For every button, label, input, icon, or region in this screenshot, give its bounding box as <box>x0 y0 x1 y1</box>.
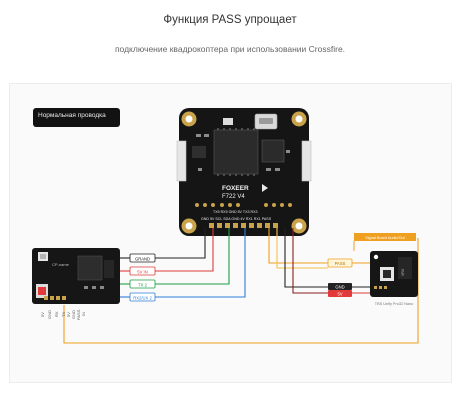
wire-orange-right <box>276 228 328 269</box>
page-subtitle: подключение квадрокоптера при использова… <box>114 44 346 54</box>
boot-button-icon <box>223 118 233 125</box>
pin-gnd-2: GND <box>71 310 76 319</box>
wire-black-gnd <box>284 228 328 288</box>
vtx-module: VRX <box>370 251 418 297</box>
wire-green <box>155 228 230 285</box>
right-wires <box>268 228 370 294</box>
pin-tx: TX <box>61 312 66 317</box>
pin-in: IN <box>81 312 86 316</box>
receiver-pin-labels: 5V GND RX TX <box>40 310 66 319</box>
left-wire-labels: GRAND 5V IN TX 2 RX2/UX 2 <box>129 253 156 302</box>
fc-model-label: F722 V4 <box>222 194 245 200</box>
mcu-chip <box>213 129 259 175</box>
signal-label-bar <box>354 233 416 241</box>
pin-gnd: GND <box>47 310 52 319</box>
pin-5v: 5V <box>40 312 45 317</box>
wire-red <box>155 228 214 272</box>
wire-label-grand: GRAND <box>135 256 150 261</box>
receiver-label: CP-name <box>52 262 70 267</box>
vtx-side-label: VRX <box>401 268 405 276</box>
fc-brand-label: FOXEER <box>222 185 249 192</box>
wire-label-5v-in: 5V IN <box>137 269 147 274</box>
fc-top-pads-label: TX5 RX5 GND 5V TX3 RX3 <box>213 210 257 214</box>
wire-blue <box>155 228 246 298</box>
wire-label-5v: 5V <box>337 292 342 297</box>
fc-bottom-pads-label: GND 5V SCL SDA GND 4V RX1 RX1 PASS <box>201 217 272 221</box>
wire-label-gnd: GND <box>335 285 344 290</box>
receiver-module: CP-name <box>32 248 120 304</box>
legend-normal-wiring: Нормальная проводка <box>33 108 120 127</box>
signal-label: Signal Board Audio/Out <box>365 236 405 240</box>
receiver-chip <box>77 255 103 281</box>
wire-yellow-pass <box>268 228 328 264</box>
foxeer-logo-icon <box>262 184 268 192</box>
right-wire-labels: PASS GND 5V Signal Board Audio/Out <box>327 233 416 297</box>
wire-black <box>155 228 206 259</box>
wire-red-5v <box>292 228 328 294</box>
osd-chip <box>261 139 285 163</box>
flight-controller-board: FOXEER F722 V4 TX5 RX5 GND 5V TX3 RX3 GN… <box>176 108 312 236</box>
receiver-pin-labels-2: 5V GND PASS IN <box>66 309 86 320</box>
connector-right <box>301 140 312 182</box>
wire-label-tx2: TX 2 <box>138 282 148 287</box>
pin-5v-2: 5V <box>66 312 71 317</box>
wire-label-pass: PASS <box>335 261 346 266</box>
pin-rx: RX <box>54 311 59 317</box>
page-title: Функция PASS упрощает <box>163 14 297 26</box>
wire-label-rx2: RX2/UX 2 <box>133 295 152 300</box>
legend-label: Нормальная проводка <box>38 112 106 119</box>
pin-pass: PASS <box>76 309 81 320</box>
vtx-caption: TBS Unify Pro32 Nano <box>375 302 413 306</box>
connector-left <box>176 140 187 182</box>
